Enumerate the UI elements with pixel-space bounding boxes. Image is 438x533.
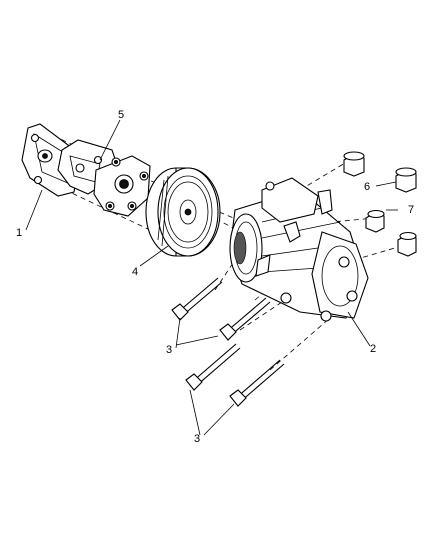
- callout-4: 4: [132, 266, 138, 278]
- bolts: [171, 277, 285, 407]
- leader-lines: [25, 119, 398, 436]
- callout-1: 1: [16, 227, 22, 239]
- caps-and-plugs: [343, 151, 417, 257]
- callout-3-upper: 3: [166, 344, 172, 356]
- pulley: [145, 167, 221, 257]
- callout-5: 5: [118, 109, 124, 121]
- callout-3-lower: 3: [194, 433, 200, 445]
- callout-6: 6: [364, 181, 370, 193]
- callout-7: 7: [408, 204, 414, 216]
- compressor: [229, 177, 369, 322]
- callout-2: 2: [370, 343, 376, 355]
